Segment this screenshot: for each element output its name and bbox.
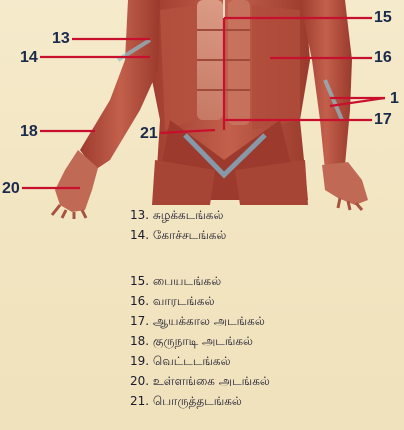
legend-item-16: 16. வாரடங்கல் (130, 294, 215, 308)
legend-item-20: 20. உள்ளங்கை அடங்கல் (130, 374, 270, 388)
legend-item-19: 19. வெட்டடங்கல் (130, 354, 231, 368)
callout-17: 17 (374, 112, 392, 128)
torso (148, 0, 310, 205)
callout-14: 14 (20, 50, 38, 66)
callout-13: 13 (52, 31, 70, 47)
legend-item-14: 14. கோச்சடங்கல் (130, 228, 226, 242)
legend-item-21: 21. பொருத்தடங்கல் (130, 394, 242, 408)
callout-1: 1 (390, 91, 399, 107)
callout-16: 16 (374, 50, 392, 66)
legend-item-17: 17. ஆயக்கால அடங்கல் (130, 314, 265, 328)
callout-15: 15 (374, 10, 392, 26)
legend-item-13: 13. சுழக்கடங்கல் (130, 208, 223, 222)
legend-item-15: 15. பையடங்கல் (130, 274, 221, 288)
legend-item-18: 18. குருநாடி அடங்கல் (130, 334, 253, 348)
callout-21: 21 (140, 126, 158, 142)
callout-18: 18 (20, 124, 38, 140)
callout-20: 20 (2, 181, 20, 197)
